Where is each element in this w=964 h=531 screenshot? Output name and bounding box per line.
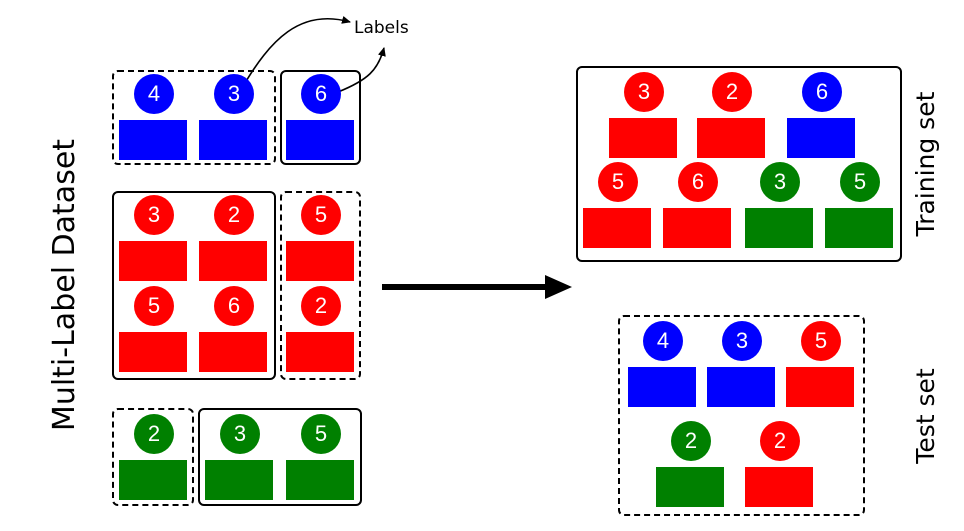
instance-rect <box>286 120 354 160</box>
dataset-instance: 2 <box>119 414 189 500</box>
training-instance: 6 <box>663 162 733 248</box>
label-circle: 5 <box>301 414 341 454</box>
instance-rect <box>119 120 187 160</box>
instance-rect <box>119 332 187 372</box>
label-circle: 2 <box>760 421 800 461</box>
label-circle: 6 <box>678 162 718 202</box>
instance-rect <box>199 332 267 372</box>
test-instance: 2 <box>656 421 726 507</box>
instance-rect <box>119 241 187 281</box>
dataset-group-box <box>112 191 276 380</box>
instance-rect <box>628 367 696 407</box>
dataset-instance: 3 <box>199 74 269 160</box>
label-circle: 6 <box>802 72 842 112</box>
dataset-instance: 2 <box>199 195 269 281</box>
test-instance: 2 <box>745 421 815 507</box>
label-circle: 2 <box>301 286 341 326</box>
labels-callout: Labels <box>354 18 409 38</box>
callout-arrow-1 <box>241 15 351 89</box>
label-circle: 2 <box>671 421 711 461</box>
test-instance: 5 <box>786 321 856 407</box>
dataset-instance: 6 <box>199 286 269 372</box>
instance-rect <box>745 208 813 248</box>
instance-rect <box>745 467 813 507</box>
instance-rect <box>205 460 273 500</box>
test-instance: 4 <box>628 321 698 407</box>
label-circle: 4 <box>134 74 174 114</box>
test-instance: 3 <box>707 321 777 407</box>
label-circle: 5 <box>840 162 880 202</box>
training-set-box <box>576 66 902 262</box>
label-circle: 5 <box>134 286 174 326</box>
dataset-group-box <box>280 191 361 380</box>
label-circle: 2 <box>134 414 174 454</box>
label-circle: 3 <box>760 162 800 202</box>
training-instance: 3 <box>609 72 679 158</box>
instance-rect <box>663 208 731 248</box>
dataset-instance: 5 <box>119 286 189 372</box>
dataset-instance: 6 <box>286 74 356 160</box>
label-circle: 4 <box>643 321 683 361</box>
instance-rect <box>707 367 775 407</box>
label-circle: 3 <box>624 72 664 112</box>
label-circle: 5 <box>598 162 638 202</box>
instance-rect <box>199 241 267 281</box>
instance-rect <box>786 367 854 407</box>
main-arrow-head <box>545 275 572 299</box>
dataset-instance: 5 <box>286 195 356 281</box>
label-circle: 2 <box>712 72 752 112</box>
dataset-instance: 3 <box>205 414 275 500</box>
dataset-group-box <box>112 408 194 506</box>
label-circle: 5 <box>801 321 841 361</box>
label-circle: 6 <box>301 74 341 114</box>
instance-rect <box>609 118 677 158</box>
label-circle: 5 <box>301 195 341 235</box>
label-circle: 6 <box>214 286 254 326</box>
instance-rect <box>199 120 267 160</box>
instance-rect <box>583 208 651 248</box>
training-instance: 5 <box>825 162 895 248</box>
training-instance: 6 <box>787 72 857 158</box>
instance-rect <box>286 241 354 281</box>
test-set-box <box>618 315 865 516</box>
dataset-group-box <box>198 408 362 506</box>
training-instance: 2 <box>697 72 767 158</box>
label-circle: 3 <box>214 74 254 114</box>
dataset-instance: 5 <box>286 414 356 500</box>
instance-rect <box>286 460 354 500</box>
callout-arrow-2 <box>337 47 386 93</box>
instance-rect <box>825 208 893 248</box>
label-circle: 3 <box>134 195 174 235</box>
dataset-instance: 3 <box>119 195 189 281</box>
dataset-group-box <box>112 70 276 165</box>
label-circle: 3 <box>220 414 260 454</box>
training-instance: 5 <box>583 162 653 248</box>
label-circle: 3 <box>722 321 762 361</box>
instance-rect <box>119 460 187 500</box>
instance-rect <box>286 332 354 372</box>
dataset-group-box <box>280 70 361 165</box>
instance-rect <box>697 118 765 158</box>
training-instance: 3 <box>745 162 815 248</box>
dataset-instance: 2 <box>286 286 356 372</box>
instance-rect <box>656 467 724 507</box>
label-circle: 2 <box>214 195 254 235</box>
instance-rect <box>787 118 855 158</box>
dataset-instance: 4 <box>119 74 189 160</box>
